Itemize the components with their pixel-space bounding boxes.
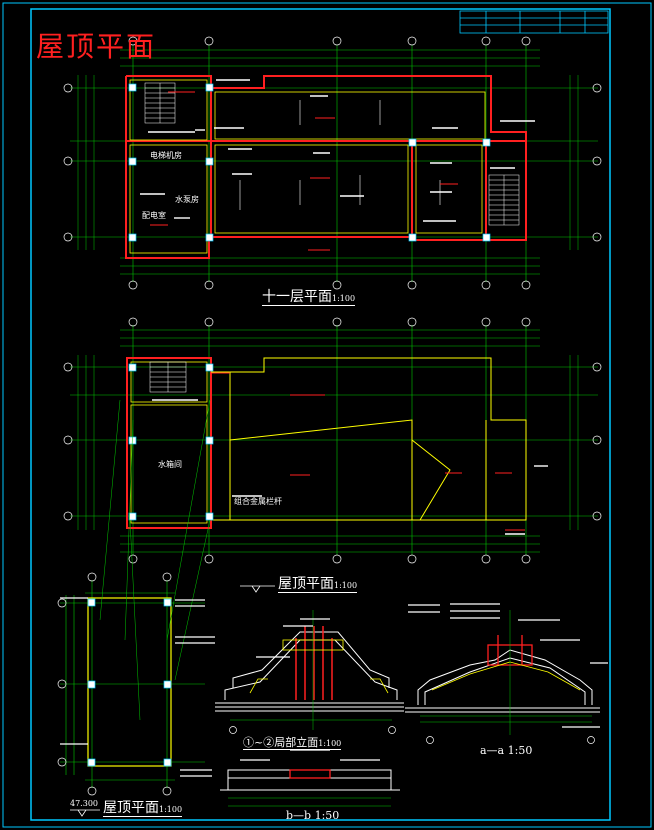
- section-a-a-scale: 1:50: [507, 744, 533, 757]
- stair-roof-plan-scale: 1:100: [159, 805, 183, 814]
- stair-roof-plan: [57, 399, 215, 796]
- section-a-a: [405, 603, 608, 744]
- plan2-annotation-strokes: [152, 399, 548, 535]
- section-b-b-title: b—b 1:50: [286, 810, 339, 821]
- plan1-axis-bubbles: [63, 36, 602, 290]
- room-elevator-machine: 电梯机房: [150, 151, 182, 160]
- stair-roof-outline: [87, 597, 172, 767]
- sheet-title: 屋顶平面: [36, 30, 157, 63]
- plan2-ridge-lines: [212, 372, 525, 531]
- plan1-stair-right: [488, 174, 520, 226]
- section-b-b-scale: 1:50: [314, 809, 340, 822]
- stair-roof-plan-title: 屋顶平面1:100: [103, 800, 183, 817]
- plan2-tank-block: [126, 357, 212, 529]
- roof-plan-scale: 1:100: [334, 581, 358, 590]
- plan2-columns: [128, 363, 214, 521]
- plan1-dimensions-top: [77, 49, 579, 275]
- section-b-b: [220, 749, 400, 807]
- plan2-dimensions: [77, 329, 579, 553]
- plan1-stair-left: [144, 82, 176, 124]
- partial-elevation-title: ①~②局部立面1:100: [243, 736, 342, 750]
- partial-elevation: [215, 610, 404, 734]
- stair-roof-level-marker: [70, 809, 100, 817]
- plan1-walls: [125, 75, 527, 259]
- title-block: [459, 10, 609, 34]
- room-distribution: 配电室: [142, 211, 166, 220]
- eleventh-floor-plan-name: 十一层平面: [262, 289, 332, 305]
- plan1-grid-vertical: [132, 45, 527, 282]
- plan2-axis-bubbles: [63, 317, 602, 564]
- section-a-a-name: a—a: [480, 744, 505, 757]
- plan2-grid-horizontal: [70, 366, 598, 517]
- plan1-inner-outlines: [129, 79, 486, 254]
- section-b-b-name: b—b: [286, 809, 312, 822]
- plan1-red-marks: [150, 91, 458, 251]
- partial-elevation-name: ①~②局部立面: [243, 736, 319, 749]
- eleventh-floor-plan-scale: 1:100: [332, 294, 356, 303]
- roof-level-marker: [240, 585, 275, 593]
- roof-plan: [63, 317, 602, 564]
- plan1-slope-marks: [239, 100, 441, 210]
- plan2-stair: [149, 361, 187, 393]
- stair-roof-elevation: 47.300: [70, 799, 98, 808]
- room-water-pump: 水泵房: [175, 195, 199, 204]
- section-a-a-title: a—a 1:50: [480, 745, 532, 756]
- eleventh-floor-plan-title: 十一层平面1:100: [262, 289, 356, 306]
- stair-roof-plan-name: 屋顶平面: [103, 800, 159, 816]
- roof-plan-title: 屋顶平面1:100: [278, 576, 358, 593]
- roof-plan-name: 屋顶平面: [278, 576, 334, 592]
- partial-elevation-scale: 1:100: [318, 739, 342, 748]
- inner-frame: [30, 8, 611, 821]
- eleventh-floor-plan: [63, 36, 602, 290]
- room-water-tank: 水箱间: [158, 460, 182, 469]
- roof-parapet-note: 组合金属栏杆: [234, 497, 282, 506]
- plan2-tank-inner: [130, 361, 208, 524]
- plan1-annotation-strokes: [140, 79, 535, 222]
- plan1-columns: [128, 83, 491, 242]
- plan2-roof-outline: [211, 357, 527, 521]
